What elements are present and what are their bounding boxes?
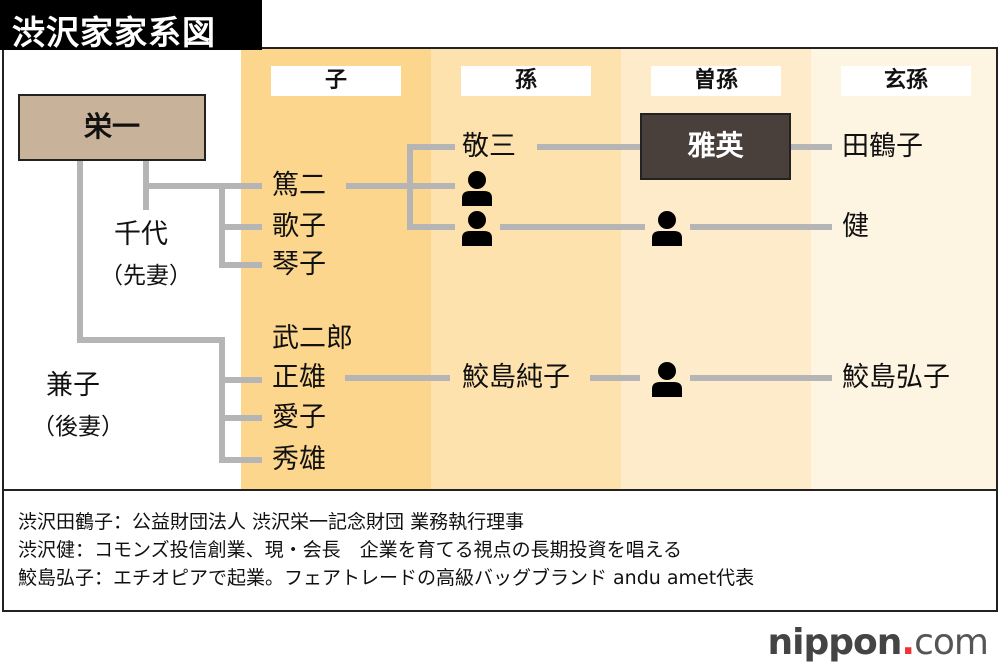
great-great-grandchild-name: 鮫島弘子: [842, 362, 950, 393]
column-children-bg: [241, 49, 431, 490]
child-name: 正雄: [272, 362, 326, 393]
wife1-name: 千代: [114, 219, 168, 250]
header-great-grandchildren: 曽孫: [651, 66, 781, 96]
nippon-logo: nippon.com: [767, 622, 989, 663]
child-name: 秀雄: [272, 444, 326, 475]
header-children: 子: [271, 66, 401, 96]
wife2-note: （後妻）: [32, 414, 124, 440]
notes: 渋沢田鶴子：公益財団法人 渋沢栄一記念財団 業務執行理事 渋沢健：コモンズ投信創…: [18, 508, 754, 592]
wife1-note: （先妻）: [100, 263, 192, 289]
column-great-great-grandchildren-bg: [811, 49, 996, 490]
grandchild-name: 鮫島純子: [462, 362, 570, 393]
child-name: 琴子: [272, 249, 326, 280]
wife2-name: 兼子: [46, 370, 100, 401]
person-icon: [652, 362, 682, 397]
child-name: 武二郎: [272, 323, 353, 354]
person-icon: [462, 171, 492, 206]
grandchild-name: 敬三: [462, 131, 516, 162]
header-grandchildren: 孫: [461, 66, 591, 96]
great-great-grandchild-name: 田鶴子: [842, 131, 923, 162]
note-line: 鮫島弘子：エチオピアで起業。フェアトレードの高級バッグブランド andu ame…: [18, 567, 755, 589]
person-icon: [652, 211, 682, 246]
child-name: 篤二: [272, 170, 326, 201]
person-icon: [462, 211, 492, 246]
header-great-great-grandchildren: 玄孫: [841, 66, 971, 96]
page-title: 渋沢家家系図: [0, 0, 262, 52]
note-line: 渋沢田鶴子：公益財団法人 渋沢栄一記念財団 業務執行理事: [18, 511, 525, 533]
divider: [2, 489, 998, 491]
highlight-person-box: 雅英: [640, 113, 791, 180]
diagram-frame: [2, 47, 998, 612]
column-grandchildren-bg: [431, 49, 621, 490]
child-name: 愛子: [272, 402, 326, 433]
child-name: 歌子: [272, 211, 326, 242]
root-person-box: 栄一: [18, 94, 206, 161]
great-great-grandchild-name: 健: [842, 211, 869, 242]
note-line: 渋沢健：コモンズ投信創業、現・会長 企業を育てる視点の長期投資を唱える: [18, 539, 683, 561]
